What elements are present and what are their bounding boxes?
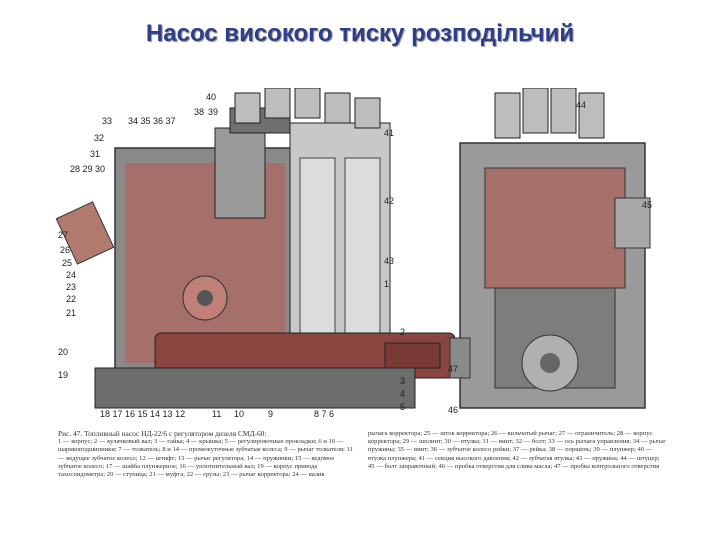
callout-label: 26 bbox=[60, 245, 71, 255]
callout-label: 11 bbox=[212, 409, 222, 419]
right-pump-section bbox=[449, 87, 651, 409]
callout-label: 28 29 30 bbox=[70, 164, 106, 174]
callout-label: 2 bbox=[400, 327, 406, 337]
callout-label: 31 bbox=[90, 149, 101, 159]
callout-label: 39 bbox=[208, 107, 219, 117]
caption-heading: Рис. 47. Топливный насос НД-22/6 с регул… bbox=[58, 429, 267, 438]
callout-label: 34 35 36 37 bbox=[128, 116, 176, 126]
callout-label: 47 bbox=[448, 364, 459, 374]
caption-text-left: 1 — корпус; 2 — кулачковый вал; 3 — гайк… bbox=[58, 438, 353, 479]
callout-label: 46 bbox=[448, 405, 459, 415]
callout-label: 24 bbox=[66, 270, 77, 280]
callout-label: 23 bbox=[66, 282, 77, 292]
callout-label: 1 bbox=[384, 279, 390, 289]
callout-label: 42 bbox=[384, 196, 395, 206]
callout-label: 32 bbox=[94, 133, 105, 143]
left-pump-section bbox=[55, 87, 456, 409]
callout-label: 22 bbox=[66, 294, 77, 304]
callout-label: 41 bbox=[384, 128, 395, 138]
callout-label: 40 bbox=[206, 92, 217, 102]
slide-title: Насос високого тиску розподільчий bbox=[145, 20, 575, 47]
callout-label: 25 bbox=[62, 258, 73, 268]
callout-label: 43 bbox=[384, 256, 395, 266]
callout-label: 20 bbox=[58, 347, 69, 357]
callout-label: 5 bbox=[400, 402, 406, 412]
callout-label: 21 bbox=[66, 308, 77, 318]
figure-caption-right: рычага корректора; 25 — шток корректора;… bbox=[368, 430, 666, 470]
callout-label: 3 bbox=[400, 376, 406, 386]
callout-label: 19 bbox=[58, 370, 69, 380]
figure-caption-left: Рис. 47. Топливный насос НД-22/6 с регул… bbox=[58, 429, 354, 530]
pump-cutaway-illustration bbox=[55, 87, 667, 426]
callout-label: 8 7 6 bbox=[314, 409, 335, 419]
callout-label: 33 bbox=[102, 116, 113, 126]
callout-label: 9 bbox=[268, 409, 274, 419]
callout-label: 10 bbox=[234, 409, 245, 419]
callout-label: 4 bbox=[400, 389, 406, 399]
callout-label: 27 bbox=[58, 230, 69, 240]
callout-label: 18 17 16 15 14 13 12 bbox=[100, 409, 186, 419]
callout-label: 45 bbox=[642, 200, 653, 210]
callout-label: 44 bbox=[576, 100, 587, 110]
callout-label: 38 bbox=[194, 107, 205, 117]
pump-drawing bbox=[55, 87, 651, 409]
